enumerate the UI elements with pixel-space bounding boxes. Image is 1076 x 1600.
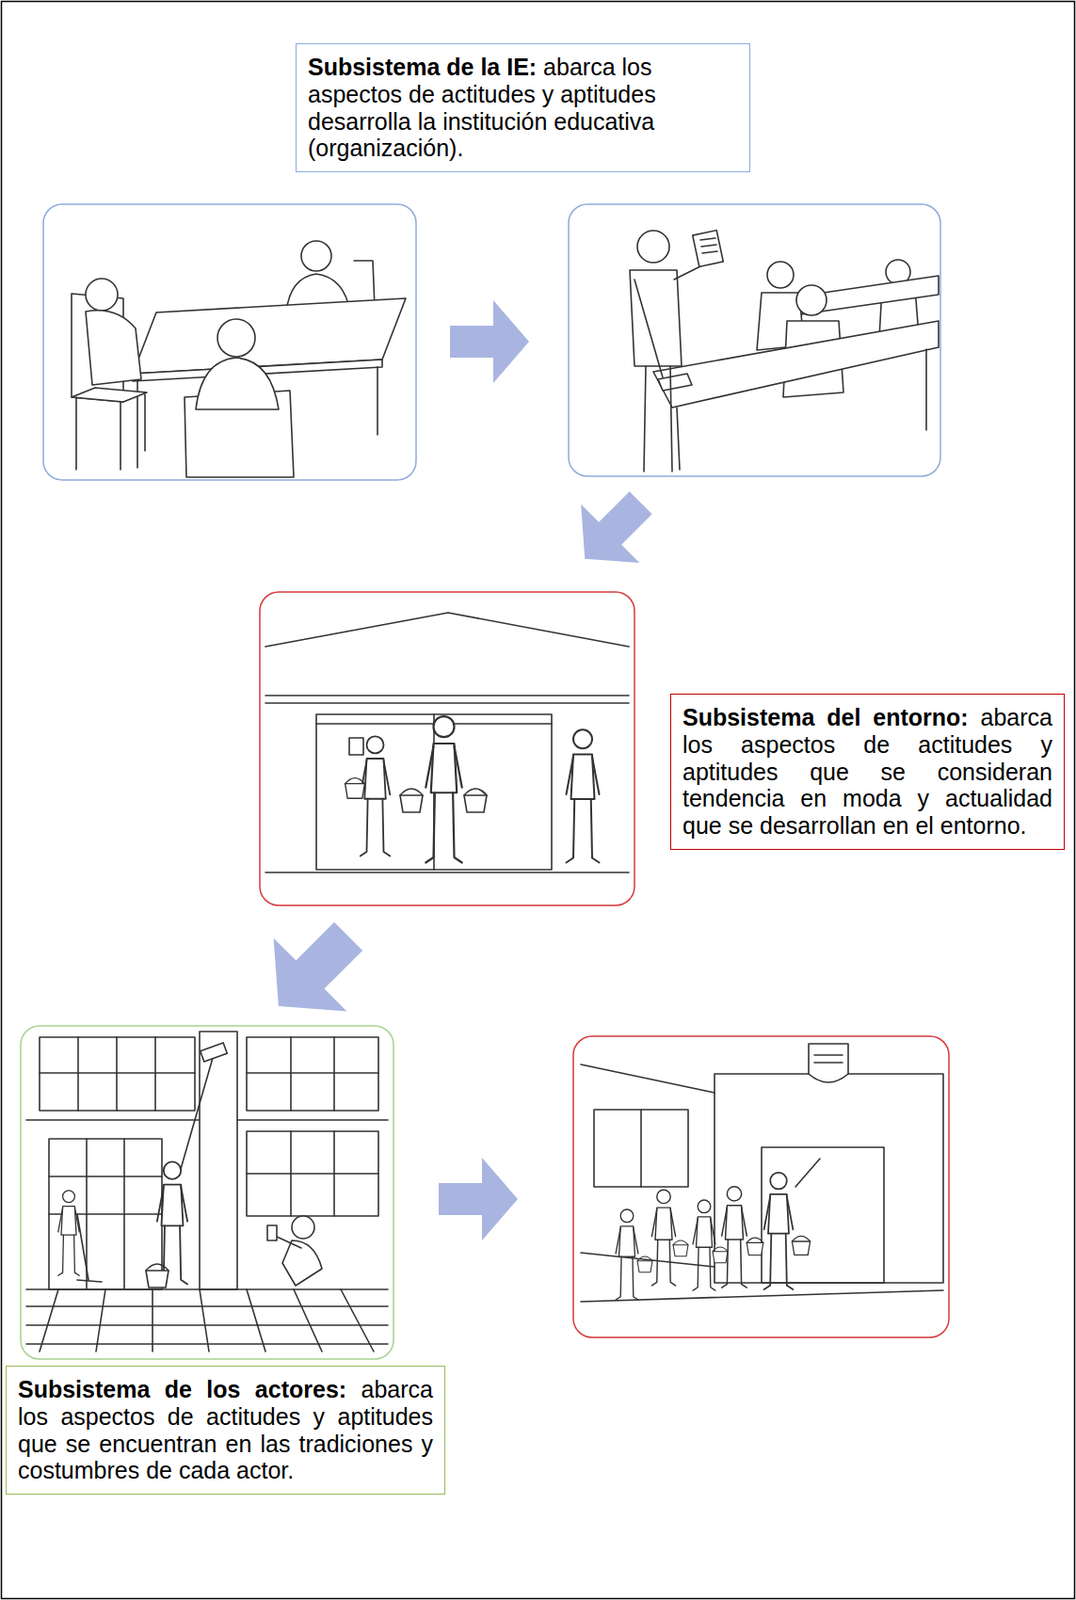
- flow-arrow-part: [241, 899, 386, 1044]
- street-panel-part: [808, 1043, 849, 1083]
- box-paragraph: Subsistema de los actores: abarca los as…: [17, 1376, 434, 1485]
- street-panel-part: [712, 1247, 728, 1264]
- text-box: Subsistema de los actores: abarca los as…: [5, 1365, 446, 1495]
- cleaning-panel-part: [39, 1289, 374, 1352]
- street-panel-part: [594, 1109, 689, 1188]
- meeting-panel-part: [217, 319, 256, 357]
- classroom-panel-part: [785, 275, 939, 316]
- text-box: Subsistema de la IE: abarca los aspectos…: [295, 43, 751, 173]
- entrance-panel-part: [464, 788, 487, 813]
- street-panel: [573, 1036, 949, 1338]
- classroom-panel-part: [653, 321, 939, 408]
- classroom-panel-part: [568, 204, 941, 477]
- cleaning-panel-part: [267, 1225, 277, 1241]
- entrance-panel-part: [566, 729, 600, 863]
- cleaning-panel-part: [246, 1131, 379, 1217]
- flow-arrow-part: [438, 1157, 518, 1241]
- box-paragraph: Subsistema del entorno: abarca los aspec…: [682, 704, 1053, 840]
- cleaning-panel-part: [39, 1037, 195, 1111]
- box-heading: Subsistema del entorno:: [682, 704, 969, 731]
- cleaning-panel-part: [145, 1264, 169, 1288]
- cleaning-panel-part: [48, 1139, 162, 1290]
- classroom-panel-part: [634, 262, 708, 378]
- box-heading: Subsistema de los actores:: [17, 1376, 347, 1403]
- street-panel-part: [814, 1055, 843, 1063]
- cleaning-panel-part: [200, 1043, 228, 1062]
- street-panel-part: [640, 1109, 643, 1188]
- classroom-panel-part: [692, 230, 724, 268]
- street-panel-part: [573, 1036, 949, 1338]
- meeting-panel: [43, 204, 417, 481]
- street-panel-part: [722, 1187, 748, 1288]
- street-panel-part: [795, 1158, 820, 1188]
- entrance-panel-part: [265, 695, 629, 704]
- entrance-panel-part: [316, 714, 552, 870]
- meeting-panel-part: [195, 357, 279, 410]
- flow-arrow: [241, 300, 671, 1241]
- text-box: Subsistema del entorno: abarca los aspec…: [670, 693, 1065, 851]
- street-panel-part: [580, 1290, 944, 1302]
- entrance-panel-part: [349, 738, 364, 755]
- cleaning-panel: [20, 1026, 394, 1360]
- entrance-panel-part: [316, 714, 552, 870]
- entrance-panel-part: [425, 716, 463, 863]
- entrance-panel: [259, 592, 635, 906]
- cleaning-panel-part: [77, 1214, 89, 1281]
- classroom-panel-part: [637, 230, 670, 263]
- cleaning-panel-part: [246, 1037, 379, 1111]
- meeting-panel-part: [76, 394, 145, 470]
- meeting-panel-part: [85, 278, 118, 311]
- cleaning-panel-part: [282, 1240, 322, 1286]
- street-panel-part: [692, 1200, 716, 1291]
- cleaning-panel-part: [180, 1058, 213, 1170]
- cleaning-panel-part: [276, 1236, 302, 1249]
- cleaning-panel-part: [77, 1280, 102, 1283]
- entrance-panel-part: [265, 871, 629, 874]
- street-panel-part: [673, 1240, 689, 1257]
- street-panel-part: [714, 1074, 944, 1284]
- classroom-panel-part: [796, 285, 827, 316]
- box-heading: Subsistema de la IE:: [307, 53, 537, 81]
- cleaning-panel-part: [246, 1131, 379, 1217]
- street-panel-part: [746, 1237, 764, 1255]
- classroom-panel-part: [767, 261, 794, 289]
- cleaning-panel-part: [246, 1037, 379, 1111]
- street-panel-part: [615, 1209, 639, 1301]
- meeting-panel-part: [43, 204, 417, 481]
- cleaning-panel-part: [48, 1139, 162, 1290]
- box-paragraph: Subsistema de la IE: abarca los aspectos…: [307, 53, 739, 162]
- classroom-panel-part: [700, 238, 718, 254]
- classroom-panel: [568, 204, 941, 477]
- classroom-panel-part: [643, 366, 673, 472]
- cleaning-panel-part: [39, 1037, 195, 1111]
- flow-arrow-part: [555, 473, 671, 589]
- cleaning-panel-part: [291, 1216, 315, 1239]
- meeting-panel-part: [85, 310, 142, 386]
- entrance-panel-part: [345, 778, 366, 800]
- cleaning-panel-part: [20, 1026, 394, 1360]
- classroom-panel-part: [658, 373, 692, 391]
- entrance-panel-part: [259, 592, 635, 906]
- entrance-panel-part: [265, 612, 629, 647]
- flow-arrow-part: [449, 300, 530, 384]
- street-panel-part: [637, 1256, 653, 1273]
- cleaning-panel-part: [58, 1190, 80, 1276]
- street-panel-part: [791, 1236, 810, 1255]
- entrance-panel-part: [360, 736, 391, 856]
- cleaning-panel-part: [199, 1031, 238, 1290]
- street-panel-part: [764, 1172, 794, 1290]
- entrance-panel-part: [400, 788, 423, 813]
- meeting-panel-part: [301, 240, 332, 272]
- street-panel-part: [651, 1189, 675, 1286]
- meeting-panel-part: [71, 387, 147, 402]
- classroom-panel-part: [676, 349, 927, 470]
